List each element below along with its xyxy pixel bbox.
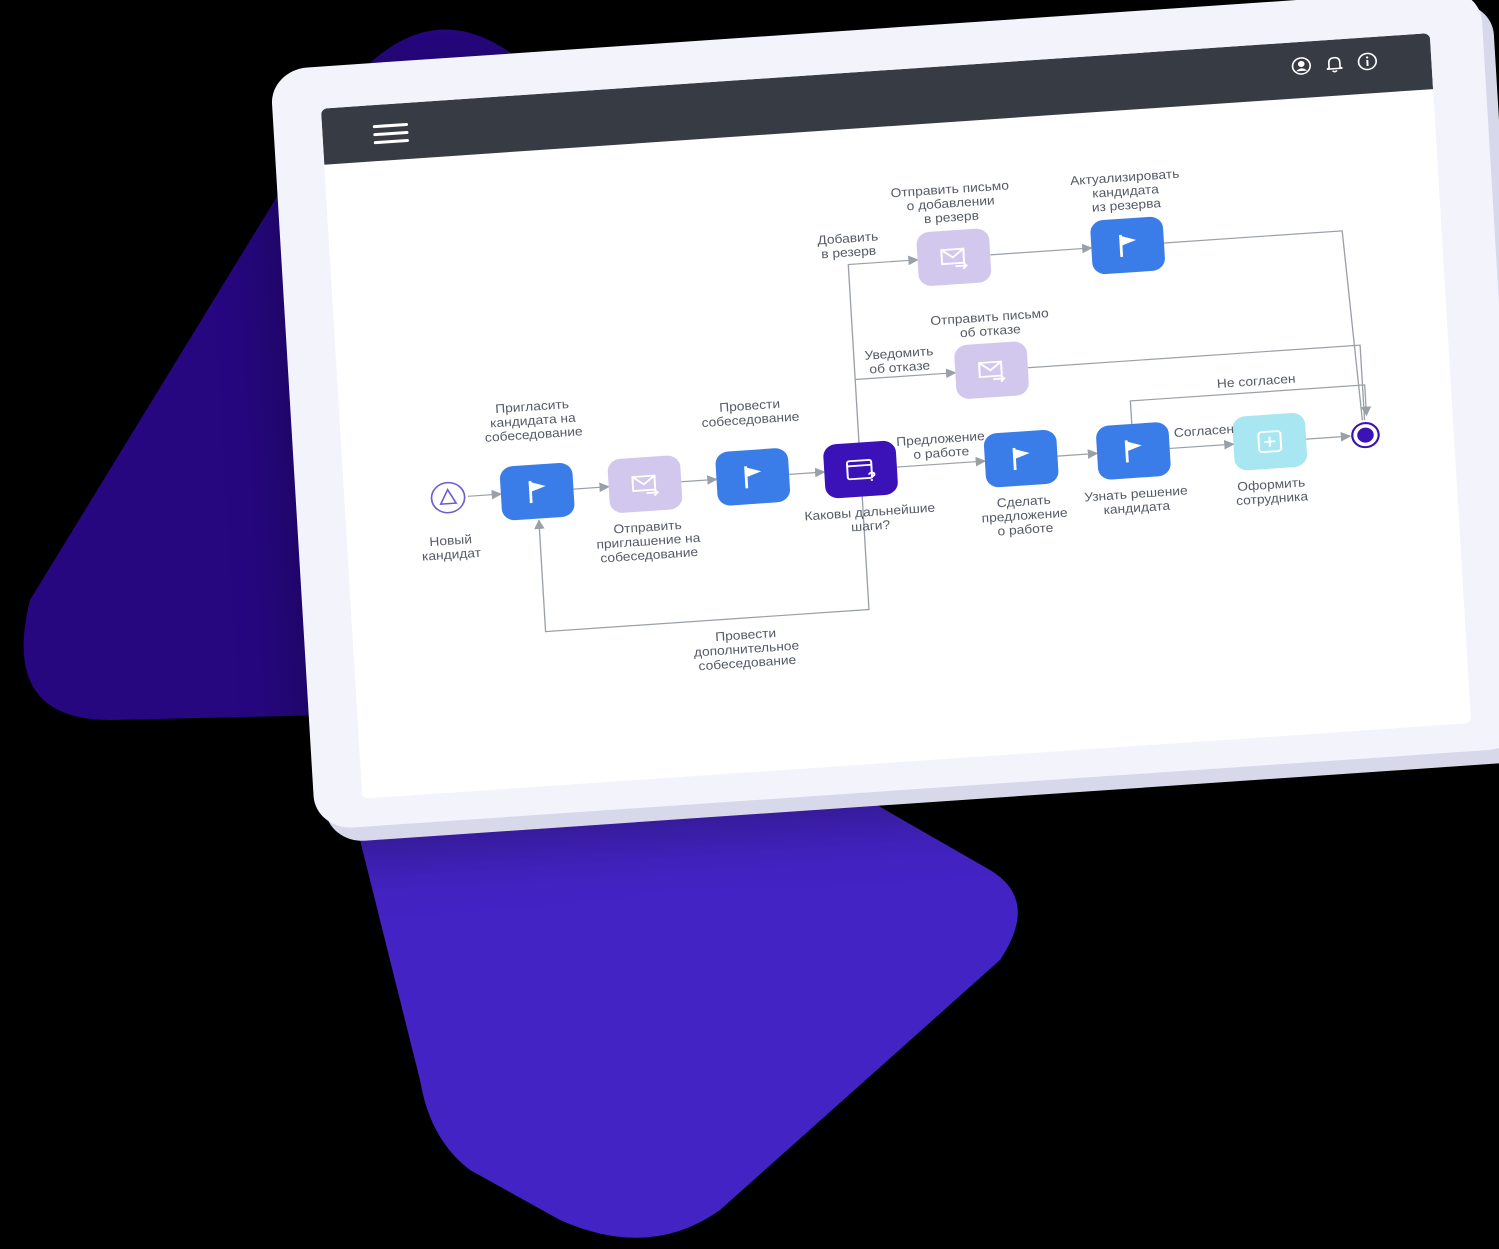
question-window-icon: ? (845, 459, 877, 484)
flag-icon (744, 466, 762, 489)
flow-connectors (467, 230, 1372, 633)
task-offer[interactable] (983, 429, 1060, 489)
info-icon[interactable] (1356, 51, 1379, 72)
top-bar-actions (1290, 51, 1379, 77)
end-event-icon[interactable] (1349, 420, 1381, 450)
triangle-start-icon[interactable] (427, 478, 469, 517)
flow-label-reject: Уведомить об отказе (864, 344, 934, 377)
bell-icon[interactable] (1323, 53, 1346, 74)
gateway-decision[interactable]: ? (822, 440, 899, 499)
start-label: Новый кандидат (421, 532, 482, 564)
plus-icon (1257, 430, 1283, 454)
message-mail-reserve[interactable] (915, 227, 992, 287)
menu-icon[interactable] (372, 122, 410, 145)
user-icon[interactable] (1290, 55, 1313, 76)
subprocess-hire[interactable] (1231, 412, 1308, 472)
task-invite[interactable] (499, 462, 576, 522)
flag-icon (1124, 440, 1142, 463)
flow-label-reserve: Добавить в резерв (817, 229, 879, 262)
svg-text:?: ? (867, 469, 877, 484)
mail-icon (977, 360, 1006, 383)
task-offer-label: Сделать предложение о работе (981, 492, 1068, 539)
flag-icon (528, 480, 546, 504)
task-update-reserve[interactable] (1089, 216, 1166, 275)
tablet-device: Новый кандидат Пригласить кандидата на с… (270, 0, 1499, 830)
mail-icon (940, 247, 968, 270)
mail-icon (631, 474, 660, 497)
task-learn-decision[interactable] (1095, 421, 1172, 481)
flag-icon (1012, 447, 1030, 471)
top-bar (320, 33, 1434, 165)
message-send-invite[interactable] (607, 454, 683, 514)
app-screen: Новый кандидат Пригласить кандидата на с… (320, 33, 1472, 799)
process-diagram: Новый кандидат Пригласить кандидата на с… (324, 89, 1471, 799)
message-mail-reject[interactable] (953, 340, 1030, 400)
task-interview[interactable] (714, 447, 791, 507)
flag-icon (1119, 234, 1137, 258)
